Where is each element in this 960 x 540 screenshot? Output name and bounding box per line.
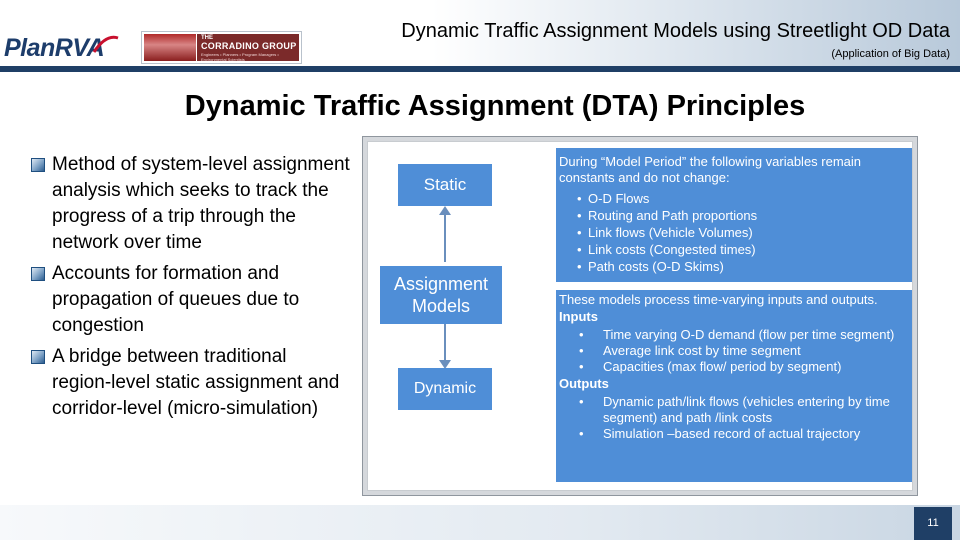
corradino-logo-the: THE (201, 35, 213, 41)
bullet-item: Accounts for formation and propagation o… (30, 261, 350, 339)
corradino-logo-name: CORRADINO GROUP (201, 41, 297, 51)
bullet-item: A bridge between traditional region-leve… (30, 344, 350, 422)
bullet-text: Accounts for formation and propagation o… (52, 263, 300, 336)
arrow-up-icon (439, 206, 451, 215)
static-panel-intro: During “Model Period” the following vari… (559, 154, 862, 185)
list-item: Link costs (Congested times) (577, 241, 910, 258)
header-subtitle: (Application of Big Data) (831, 48, 950, 60)
static-description-panel: During “Model Period” the following vari… (556, 148, 912, 282)
list-item: Path costs (O-D Skims) (577, 258, 910, 275)
inputs-heading: Inputs (559, 309, 598, 324)
planrva-logo: PlanRVA (4, 30, 122, 66)
header-divider (0, 66, 960, 72)
list-item: Routing and Path proportions (577, 207, 910, 224)
dynamic-panel-intro: These models process time-varying inputs… (559, 292, 878, 307)
list-item: Capacities (max flow/ period by segment) (579, 359, 910, 375)
checkbox-bullet-icon (31, 350, 45, 364)
corradino-logo: THE CORRADINO GROUP Engineers • Planners… (141, 31, 302, 64)
arrow-down-icon (439, 360, 451, 369)
bullet-item: Method of system-level assignment analys… (30, 152, 350, 256)
list-item: O-D Flows (577, 190, 910, 207)
footer-bar (0, 505, 960, 540)
header-title: Dynamic Traffic Assignment Models using … (401, 20, 950, 42)
arrow-down-line (444, 324, 446, 364)
bullet-list: Method of system-level assignment analys… (30, 152, 350, 427)
dynamic-description-panel: These models process time-varying inputs… (556, 290, 912, 482)
outputs-list: Dynamic path/link flows (vehicles enteri… (579, 394, 910, 442)
outputs-heading: Outputs (559, 376, 609, 391)
diagram-canvas: Static Assignment Models Dynamic During … (367, 141, 913, 491)
bullet-text: A bridge between traditional region-leve… (52, 346, 340, 419)
corradino-logo-band (197, 34, 299, 61)
page-title: Dynamic Traffic Assignment (DTA) Princip… (184, 90, 806, 122)
list-item: Simulation –based record of actual traje… (579, 426, 910, 442)
list-item: Time varying O-D demand (flow per time s… (579, 327, 910, 343)
dynamic-box: Dynamic (398, 368, 492, 410)
static-variables-list: O-D Flows Routing and Path proportions L… (577, 190, 910, 275)
list-item: Average link cost by time segment (579, 343, 910, 359)
list-item: Link flows (Vehicle Volumes) (577, 224, 910, 241)
assignment-models-box: Assignment Models (380, 266, 502, 324)
static-box: Static (398, 164, 492, 206)
inputs-list: Time varying O-D demand (flow per time s… (579, 327, 910, 375)
planrva-swoosh-icon (92, 35, 119, 53)
dta-diagram: Static Assignment Models Dynamic During … (362, 136, 918, 496)
planrva-logo-text: PlanRVA (4, 34, 105, 62)
corradino-logo-tagline: Engineers • Planners • Program Managers … (201, 52, 279, 62)
checkbox-bullet-icon (31, 267, 45, 281)
bullet-text: Method of system-level assignment analys… (52, 154, 350, 253)
slide-number: 11 (914, 507, 952, 540)
arrow-up-line (444, 212, 446, 262)
checkbox-bullet-icon (31, 158, 45, 172)
corradino-logo-image (144, 34, 196, 61)
list-item: Dynamic path/link flows (vehicles enteri… (579, 394, 910, 426)
